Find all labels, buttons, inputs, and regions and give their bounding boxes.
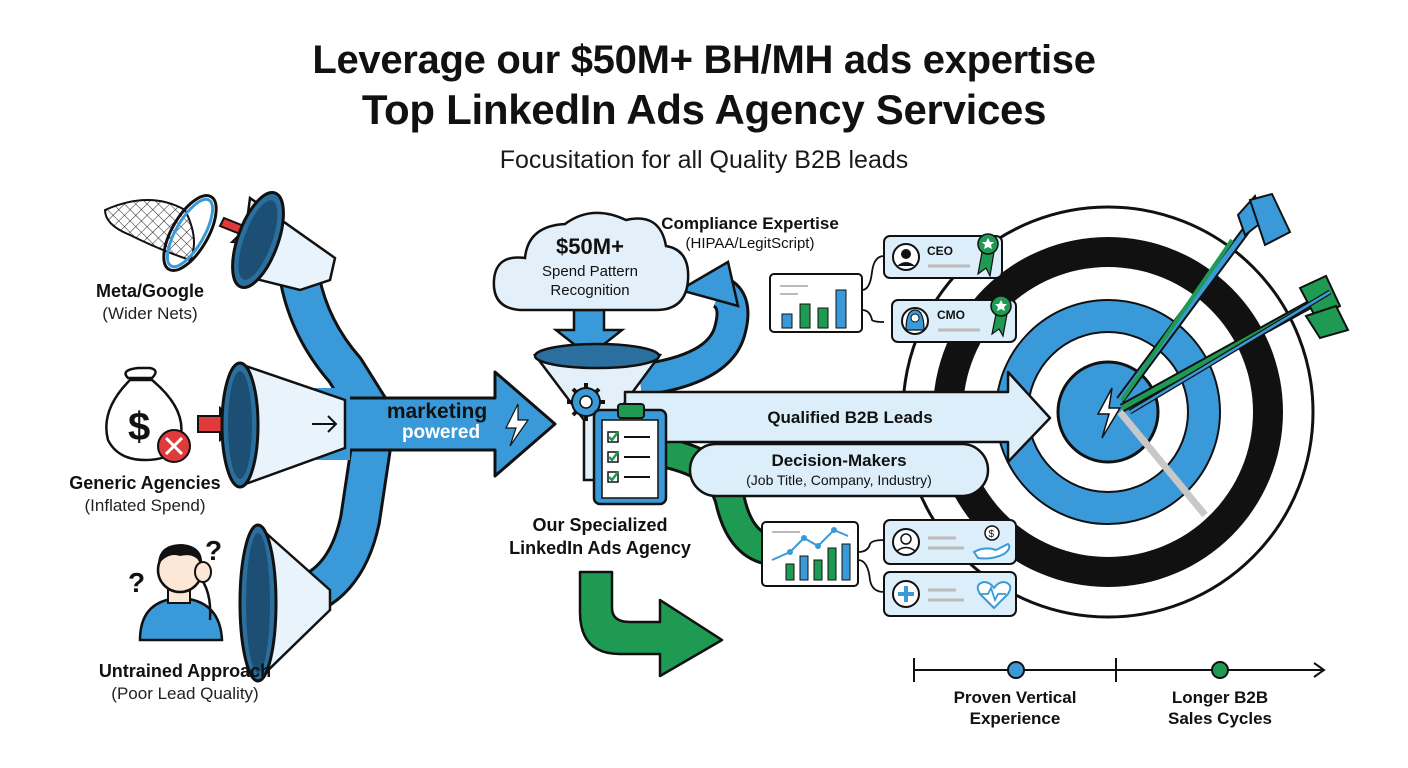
health-card bbox=[883, 571, 1017, 617]
clipboard-icon bbox=[592, 403, 668, 506]
agency-line2: LinkedIn Ads Agency bbox=[509, 538, 691, 558]
timeline-point-1 bbox=[1007, 661, 1025, 679]
arrow-blue-2-icon bbox=[1128, 289, 1332, 415]
arrow-green-shaft bbox=[1120, 238, 1234, 402]
money-bag-icon: $ bbox=[105, 366, 191, 463]
qualified-arrow-label: Qualified B2B Leads bbox=[767, 408, 933, 427]
input-3-title: Untrained Approach bbox=[98, 661, 272, 681]
green-down-right-arrow-icon bbox=[578, 570, 724, 678]
cloud-line2: Recognition bbox=[550, 282, 630, 299]
profile-card-cmo-role: CMO bbox=[937, 308, 965, 322]
profile-card-ceo bbox=[883, 233, 1003, 279]
bar-chart-card-top bbox=[769, 273, 863, 333]
input-2-subtitle: (Inflated Spend) bbox=[84, 496, 206, 515]
connectors bbox=[857, 255, 885, 593]
input-1-subtitle: (Wider Nets) bbox=[102, 304, 198, 323]
timeline-label-1-line1: Proven Vertical bbox=[953, 688, 1077, 707]
timeline-label-2-line2: Sales Cycles bbox=[1168, 709, 1272, 728]
svg-text:?: ? bbox=[205, 535, 222, 566]
merge-arrow-line2: powered bbox=[401, 422, 481, 443]
green-pipe bbox=[647, 434, 774, 566]
input-2-title: Generic Agencies bbox=[69, 473, 221, 493]
merge-arrow-line1: marketing bbox=[386, 400, 488, 423]
page-subtitle: Focusitation for all Quality B2B leads bbox=[499, 146, 909, 174]
cloud-amount: $50M+ bbox=[556, 234, 624, 259]
cloud-icon bbox=[492, 211, 690, 312]
decision-makers-title: Decision-Makers bbox=[771, 451, 907, 470]
timeline bbox=[913, 658, 1326, 682]
profile-card-ceo-role: CEO bbox=[927, 244, 954, 258]
loop-arrow-icon bbox=[637, 260, 750, 397]
lightning-icon bbox=[505, 403, 530, 447]
page-title-line2: Top LinkedIn Ads Agency Services bbox=[361, 86, 1047, 133]
qualified-arrow-icon bbox=[623, 370, 1052, 464]
funnel-bottom-icon bbox=[238, 523, 332, 683]
timeline-point-2 bbox=[1211, 661, 1229, 679]
decision-makers-subtitle: (Job Title, Company, Industry) bbox=[746, 472, 932, 488]
svg-text:?: ? bbox=[128, 567, 145, 598]
svg-text:$: $ bbox=[989, 529, 995, 540]
dollar-hand-icon: $ bbox=[972, 525, 1011, 560]
funnel-top-icon bbox=[231, 191, 337, 292]
input-1-title: Meta/Google bbox=[95, 281, 204, 301]
award-ribbon-2-icon bbox=[990, 295, 1012, 338]
cloud-line1: Spend Pattern bbox=[542, 263, 638, 280]
net-icon bbox=[103, 194, 218, 272]
confused-person-icon: ? ? bbox=[128, 535, 224, 642]
timeline-label-1-line2: Experience bbox=[969, 709, 1061, 728]
page-title-line1: Leverage our $50M+ BH/MH ads expertise bbox=[312, 38, 1096, 82]
target-icon bbox=[901, 205, 1315, 619]
decision-makers-box bbox=[688, 442, 990, 498]
award-ribbon-icon bbox=[977, 233, 999, 278]
funnel-middle-icon bbox=[220, 361, 347, 489]
heart-pulse-icon bbox=[976, 580, 1012, 610]
person-dollar-card: $ bbox=[883, 519, 1017, 565]
input-3-subtitle: (Poor Lead Quality) bbox=[111, 684, 259, 703]
agency-line1: Our Specialized bbox=[532, 515, 668, 535]
compliance-subtitle: (HIPAA/LegitScript) bbox=[685, 235, 815, 252]
timeline-label-2-line1: Longer B2B bbox=[1171, 688, 1269, 707]
svg-text:$: $ bbox=[128, 405, 150, 449]
line-chart-card-bottom bbox=[761, 521, 859, 587]
profile-card-cmo bbox=[891, 295, 1017, 343]
compliance-title: Compliance Expertise bbox=[661, 214, 839, 233]
